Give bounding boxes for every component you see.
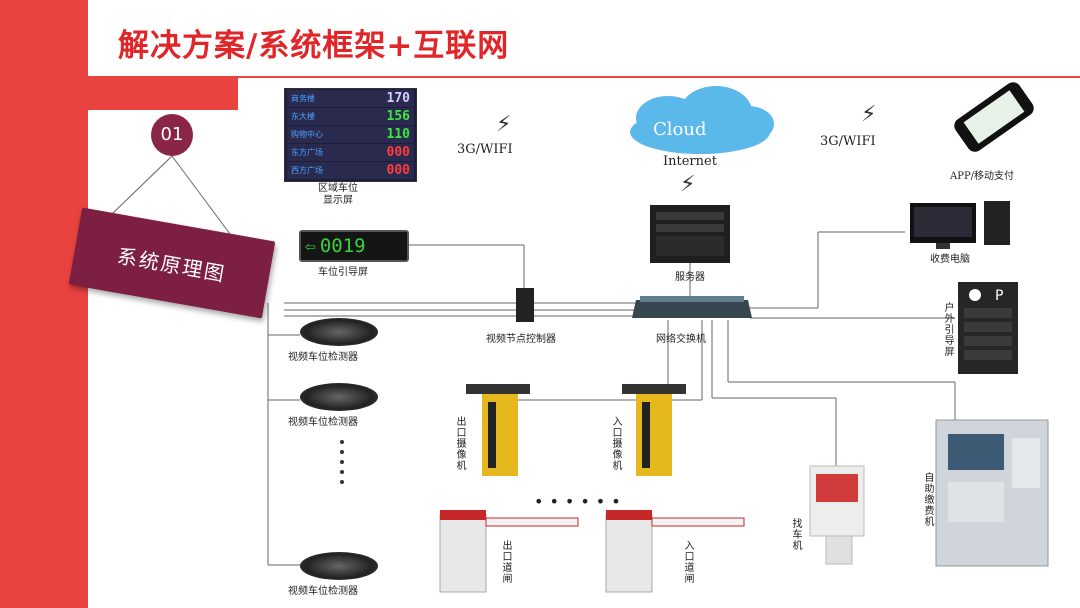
kiosk-label: 自助缴费机 (922, 472, 933, 527)
section-title: 系统原理图 (115, 243, 228, 286)
video-detector-icon (300, 552, 378, 580)
car-finder-icon (809, 465, 865, 565)
lightning-icon: ⚡ (496, 112, 512, 137)
exit-gate-icon (439, 510, 579, 593)
app-label: APP/移动支付 (950, 171, 1015, 182)
area-row: 购物中心 110 (287, 126, 414, 143)
gate-ellipsis: •••••• (534, 492, 627, 511)
area-name: 购物中心 (291, 130, 323, 139)
area-value: 170 (386, 91, 410, 106)
area-row: 东大楼 156 (287, 108, 414, 125)
entry-camera-icon (622, 384, 686, 476)
detector-label: 视频车位检测器 (288, 417, 358, 428)
ellipsis-dot (340, 450, 344, 454)
controller-label: 视频节点控制器 (486, 334, 556, 345)
left-accent-bar (0, 0, 88, 608)
video-detector-icon (300, 383, 378, 411)
svg-text:P: P (995, 288, 1003, 304)
area-row: 东方广场 000 (287, 144, 414, 161)
area-name: 东大楼 (291, 112, 315, 121)
node-controller-icon (516, 288, 534, 322)
lightning-icon: ⚡ (861, 102, 877, 127)
pc-label: 收费电脑 (930, 254, 970, 265)
cloud-icon (630, 86, 774, 154)
guide-value: 0019 (319, 235, 366, 257)
area-row: 商务楼 170 (287, 90, 414, 107)
area-name: 商务楼 (291, 94, 315, 103)
outdoor-guide-icon: P (958, 282, 1018, 374)
lightning-icon: ⚡ (680, 172, 696, 197)
wifi-right-label: 3G/WIFI (820, 134, 876, 149)
area-value: 000 (386, 145, 410, 160)
area-row: 西方广场 000 (287, 162, 414, 179)
network-switch-icon (632, 296, 752, 318)
accent-block (88, 76, 238, 110)
area-value: 000 (386, 163, 410, 178)
detector-label: 视频车位检测器 (288, 352, 358, 363)
exit-camera-icon (466, 384, 530, 476)
ellipsis-dot (340, 470, 344, 474)
area-parking-display: 商务楼 170 东大楼 156 购物中心 110 东方广场 000 西方广场 0… (284, 88, 417, 182)
title-underline (88, 76, 1080, 78)
outdoor-guide-label: 户外引导屏 (942, 302, 953, 357)
area-value: 110 (386, 127, 410, 142)
area-name: 西方广场 (291, 166, 323, 175)
cloud-text: Cloud (653, 119, 707, 140)
area-display-label: 区域车位 显示屏 (318, 183, 358, 206)
server-label: 服务器 (675, 272, 705, 283)
entry-camera-label: 入口摄像机 (610, 416, 621, 471)
self-pay-kiosk-icon (935, 419, 1049, 567)
detector-label: 视频车位检测器 (288, 586, 358, 597)
entry-gate-icon (605, 510, 745, 593)
pc-icon (910, 201, 1010, 249)
section-number: 01 (151, 114, 193, 156)
wifi-left-label: 3G/WIFI (457, 142, 513, 157)
phone-icon (954, 82, 1034, 152)
car-finder-label: 找车机 (790, 518, 801, 551)
switch-label: 网络交换机 (656, 334, 706, 345)
exit-gate-label: 出口道闸 (500, 540, 511, 584)
ellipsis-dot (340, 480, 344, 484)
arrow-left-icon: ⇦ (305, 235, 316, 257)
ellipsis-dot (340, 440, 344, 444)
entry-gate-label: 入口道闸 (682, 540, 693, 584)
area-name: 东方广场 (291, 148, 323, 157)
exit-camera-label: 出口摄像机 (454, 416, 465, 471)
server-icon (650, 205, 730, 263)
ellipsis-dot (340, 460, 344, 464)
internet-label: Internet (663, 154, 717, 169)
area-value: 156 (386, 109, 410, 124)
guide-display-label: 车位引导屏 (318, 267, 368, 278)
page-title: 解决方案/系统框架+互联网 (118, 28, 510, 64)
parking-guide-display: ⇦ 0019 (299, 230, 409, 262)
video-detector-icon (300, 318, 378, 346)
